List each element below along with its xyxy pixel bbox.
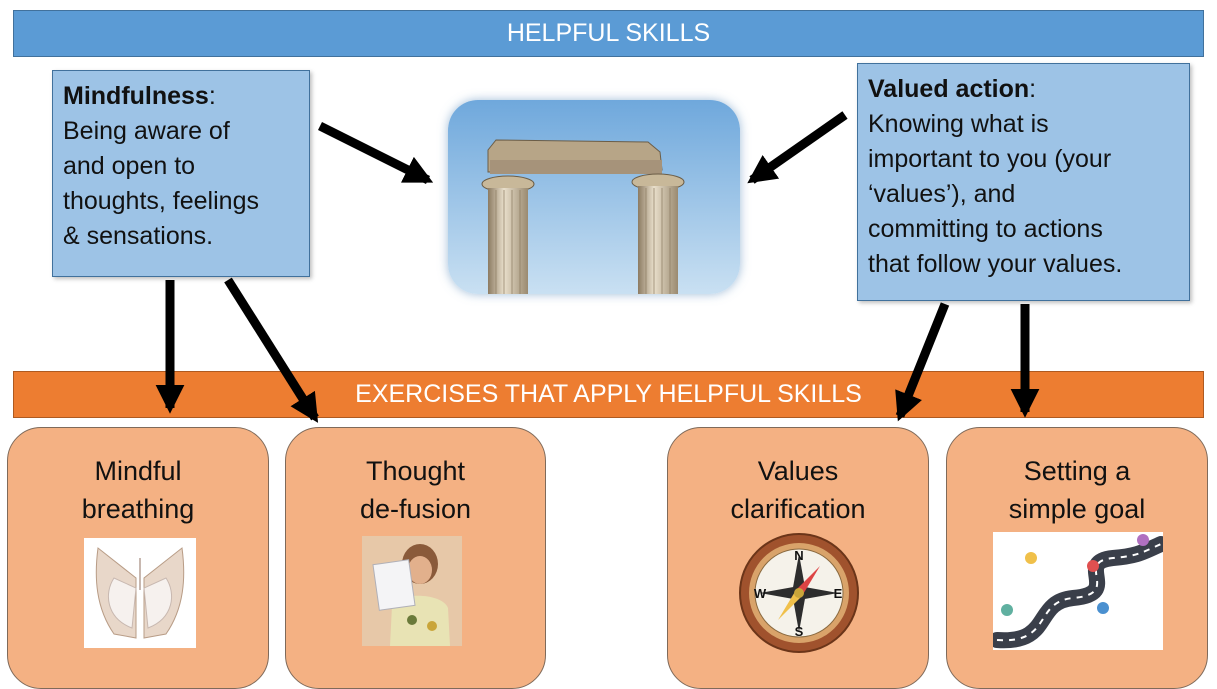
exercise-title-line: Values	[757, 456, 839, 486]
compass-east-label: E	[834, 586, 843, 601]
exercise-card-mindful-breathing: Mindful breathing	[7, 427, 269, 689]
hands-lungs-icon	[84, 538, 196, 648]
compass-icon: N S E W	[739, 533, 859, 653]
exercise-title-line: simple goal	[1008, 494, 1146, 524]
pillars-image	[448, 100, 740, 294]
exercise-title-line: breathing	[81, 494, 195, 524]
compass-north-label: N	[794, 548, 803, 563]
valued-action-line: committing to actions	[868, 215, 1103, 243]
exercise-title-line: Setting a	[1023, 456, 1131, 486]
exercise-title-line: de-fusion	[359, 494, 472, 524]
valued-action-heading-line: Valued action:	[868, 75, 1037, 103]
exercise-card-simple-goal: Setting a simple goal	[946, 427, 1208, 689]
arrow-mindfulness-to-defusion	[224, 277, 319, 423]
exercise-title-line: Mindful	[94, 456, 182, 486]
valued-action-line: that follow your values.	[868, 250, 1123, 278]
valued-action-line: ‘values’), and	[868, 180, 1016, 208]
helpful-skills-title: HELPFUL SKILLS	[506, 19, 711, 47]
arrow-mindfulness-to-pillars	[317, 121, 434, 185]
compass-south-label: S	[795, 624, 804, 639]
exercises-bar: EXERCISES THAT APPLY HELPFUL SKILLS	[13, 371, 1204, 418]
mindfulness-line: thoughts, feelings	[63, 187, 259, 215]
woman-reading-icon	[362, 536, 462, 646]
mindfulness-line: and open to	[63, 152, 196, 180]
valued-action-box: Valued action: Knowing what is important…	[857, 63, 1190, 301]
compass-west-label: W	[754, 586, 767, 601]
mindfulness-line: & sensations.	[63, 222, 214, 250]
exercise-card-thought-defusion: Thought de-fusion	[285, 427, 546, 689]
greek-pillars-icon	[448, 100, 740, 294]
exercise-title-line: Thought	[365, 456, 466, 486]
valued-action-line: Knowing what is	[868, 110, 1049, 138]
valued-action-line: important to you (your	[868, 145, 1112, 173]
exercises-bar-title: EXERCISES THAT APPLY HELPFUL SKILLS	[355, 380, 862, 408]
mindfulness-heading-line: Mindfulness:	[63, 82, 216, 110]
winding-road-icon	[993, 532, 1163, 650]
mindfulness-box: Mindfulness: Being aware of and open to …	[52, 70, 310, 277]
arrow-valued-action-to-clarification	[895, 302, 950, 422]
arrow-valued-action-to-pillars	[747, 111, 848, 184]
helpful-skills-bar: HELPFUL SKILLS	[13, 10, 1204, 57]
mindfulness-heading: Mindfulness	[63, 82, 209, 110]
mindfulness-line: Being aware of	[63, 117, 230, 145]
exercise-title-line: clarification	[730, 494, 866, 524]
valued-action-heading: Valued action	[868, 75, 1030, 103]
